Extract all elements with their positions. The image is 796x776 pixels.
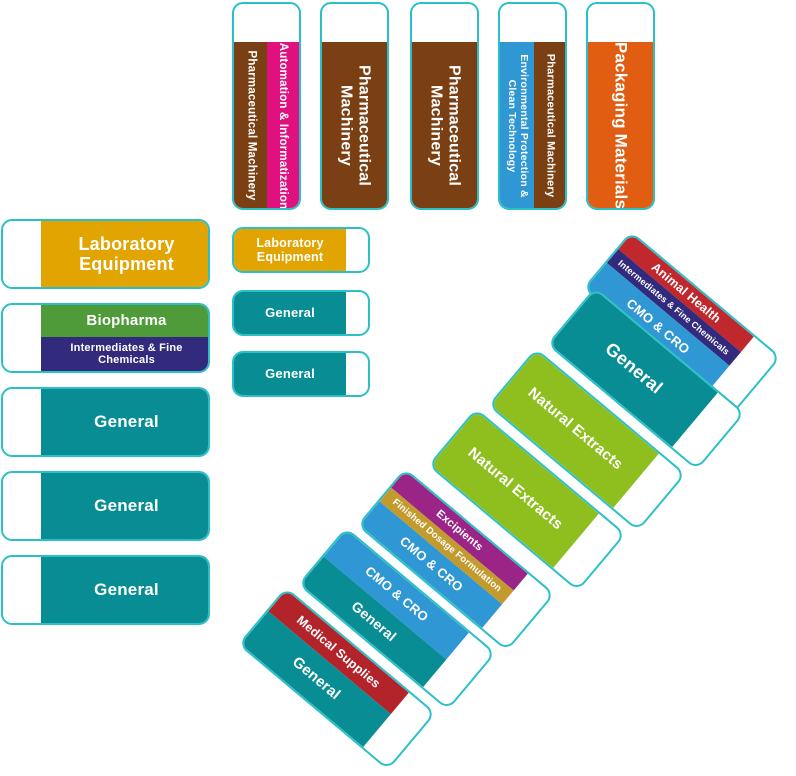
band-automation: Automation & Informatization [267,42,299,210]
band-label: Automation & Informatization [277,42,290,210]
band-pharma-machinery: Pharmaceutical Machinery [234,42,267,208]
band-label: Environmental Protection & Clean Technol… [506,54,530,198]
band-general: General [41,557,208,623]
band-label: General [265,365,315,381]
top-booth-environmental[interactable]: Environmental Protection & Clean Technol… [498,2,567,210]
top-booth-automation-pharma[interactable]: Pharmaceutical Machinery Automation & In… [232,2,301,210]
band-label: General [601,338,667,399]
band-general: General [234,353,346,395]
top-booth-packaging[interactable]: Packaging Materials [586,2,655,210]
band-label: General [94,496,159,516]
band-general: General [234,292,346,334]
middle-booth-general-2[interactable]: General [232,351,370,397]
band-label: Pharmaceutical Machinery [544,53,557,198]
top-booth-pharma-2[interactable]: Pharmaceutical Machinery [410,2,479,210]
band-pharma-machinery: Pharmaceutical Machinery [412,42,477,208]
band-label: Laboratory Equipment [78,233,175,274]
band-general: General [41,473,208,539]
left-booth-general-1[interactable]: General [1,387,210,457]
band-environmental: Environmental Protection & Clean Technol… [500,42,534,208]
band-biopharma: Biopharma [41,305,208,337]
middle-booth-general-1[interactable]: General [232,290,370,336]
left-booth-laboratory[interactable]: Laboratory Equipment [1,219,210,289]
band-label: Biopharma [86,311,167,329]
band-label: General [94,580,159,600]
left-booth-biopharma[interactable]: Biopharma Intermediates & Fine Chemicals [1,303,210,373]
band-label: General [94,412,159,432]
band-label: Pharmaceutical Machinery [338,64,373,187]
band-label: Pharmaceutical Machinery [428,64,463,187]
top-booth-pharma-1[interactable]: Pharmaceutical Machinery [320,2,389,210]
middle-booth-laboratory[interactable]: Laboratory Equipment [232,227,370,273]
band-intermediates: Intermediates & Fine Chemicals [41,337,208,371]
band-laboratory: Laboratory Equipment [234,229,346,271]
band-pharma-machinery: Pharmaceutical Machinery [534,42,565,208]
band-label: Pharmaceutical Machinery [245,50,258,201]
band-label: Intermediates & Fine Chemicals [70,341,183,366]
band-packaging: Packaging Materials [588,42,653,210]
left-booth-general-3[interactable]: General [1,555,210,625]
band-label: Laboratory Equipment [256,236,324,264]
band-label: General [265,304,315,320]
left-booth-general-2[interactable]: General [1,471,210,541]
band-pharma-machinery: Pharmaceutical Machinery [322,42,387,208]
band-label: Packaging Materials [611,42,631,210]
band-general: General [41,389,208,455]
band-laboratory: Laboratory Equipment [41,221,208,287]
